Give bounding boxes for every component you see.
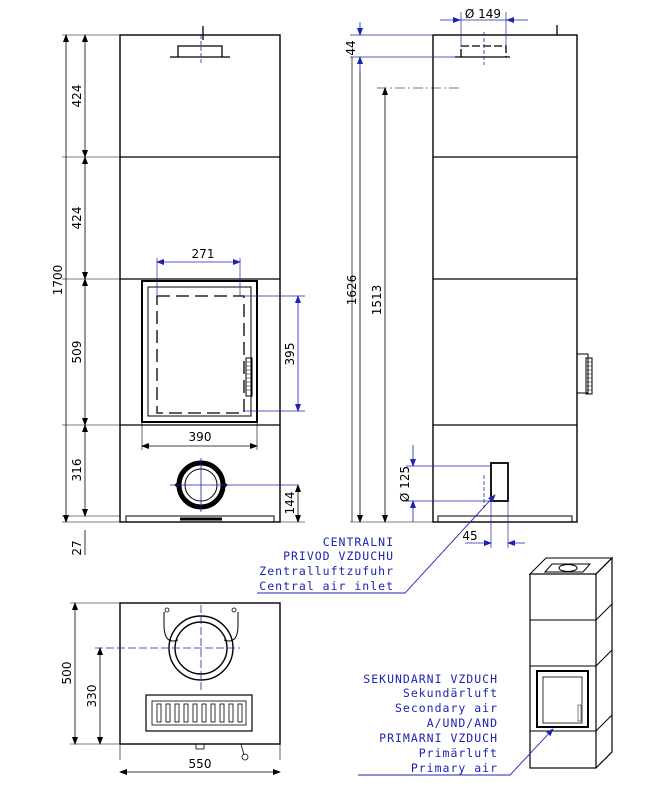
side-handle-icon <box>577 353 593 395</box>
front-view: 424 424 509 316 27 1700 271 395 390 144 <box>51 26 305 556</box>
dim-door-height: 395 <box>283 343 297 366</box>
door-handle <box>245 357 253 397</box>
dim-depth: 500 <box>60 662 74 685</box>
svg-text:Zentralluftzufuhr: Zentralluftzufuhr <box>259 564 394 578</box>
dim-top-module: 424 <box>70 85 84 108</box>
air-grille-icon <box>145 694 253 732</box>
dim-flue-center-height: 1626 <box>345 275 359 306</box>
3d-flue-icon <box>558 564 578 572</box>
dim-top-outlet-height: 1513 <box>370 285 384 316</box>
dim-flue-diameter: Ø 149 <box>465 7 501 21</box>
flue-outlet-icon <box>455 45 510 58</box>
svg-text:Primärluft: Primärluft <box>419 746 498 760</box>
dim-second-module: 424 <box>70 207 84 230</box>
secondary-air-note: SEKUNDARNI VZDUCH Sekundärluft Secondary… <box>363 672 498 775</box>
firebox-frame <box>141 280 258 423</box>
svg-text:CENTRALNI: CENTRALNI <box>323 535 394 549</box>
dim-plinth: 27 <box>70 540 84 555</box>
svg-text:Primary air: Primary air <box>411 761 498 775</box>
svg-text:PRIMARNI VZDUCH: PRIMARNI VZDUCH <box>379 731 498 745</box>
dim-flue-top-offset: 44 <box>344 40 358 55</box>
side-view: Ø 149 44 1626 1513 Ø 125 45 <box>257 7 593 594</box>
top-view: 500 330 550 <box>60 602 281 775</box>
dim-door-bottom-width: 390 <box>189 430 212 444</box>
svg-text:Central air inlet: Central air inlet <box>259 579 394 593</box>
dim-flue-center-depth: 330 <box>85 685 99 708</box>
perspective-view <box>358 556 614 776</box>
svg-text:A/UND/AND: A/UND/AND <box>427 716 498 730</box>
central-air-note: CENTRALNI PRIVOD VZDUCHU Zentralluftzufu… <box>259 535 394 593</box>
svg-text:PRIVOD VZDUCHU: PRIVOD VZDUCHU <box>283 549 394 563</box>
dim-door-top-width: 271 <box>192 247 215 261</box>
dim-total-height: 1700 <box>51 265 65 296</box>
side-air-inlet <box>490 462 509 502</box>
dim-firebox-module: 509 <box>70 341 84 364</box>
front-plinth <box>125 515 275 523</box>
svg-text:SEKUNDARNI VZDUCH: SEKUNDARNI VZDUCH <box>363 672 498 686</box>
3d-firebox <box>536 670 589 728</box>
dim-inlet-offset: 45 <box>462 529 477 543</box>
svg-text:Sekundärluft: Sekundärluft <box>403 686 498 700</box>
dim-air-inlet-height: 144 <box>283 492 297 515</box>
top-handle-icon <box>170 26 230 65</box>
dim-base-module: 316 <box>70 459 84 482</box>
dim-width: 550 <box>189 757 212 771</box>
firebox-door <box>147 286 252 417</box>
firebox-glass <box>156 295 245 414</box>
dim-inlet-diameter: Ø 125 <box>398 466 412 502</box>
svg-text:Secondary air: Secondary air <box>395 701 498 715</box>
